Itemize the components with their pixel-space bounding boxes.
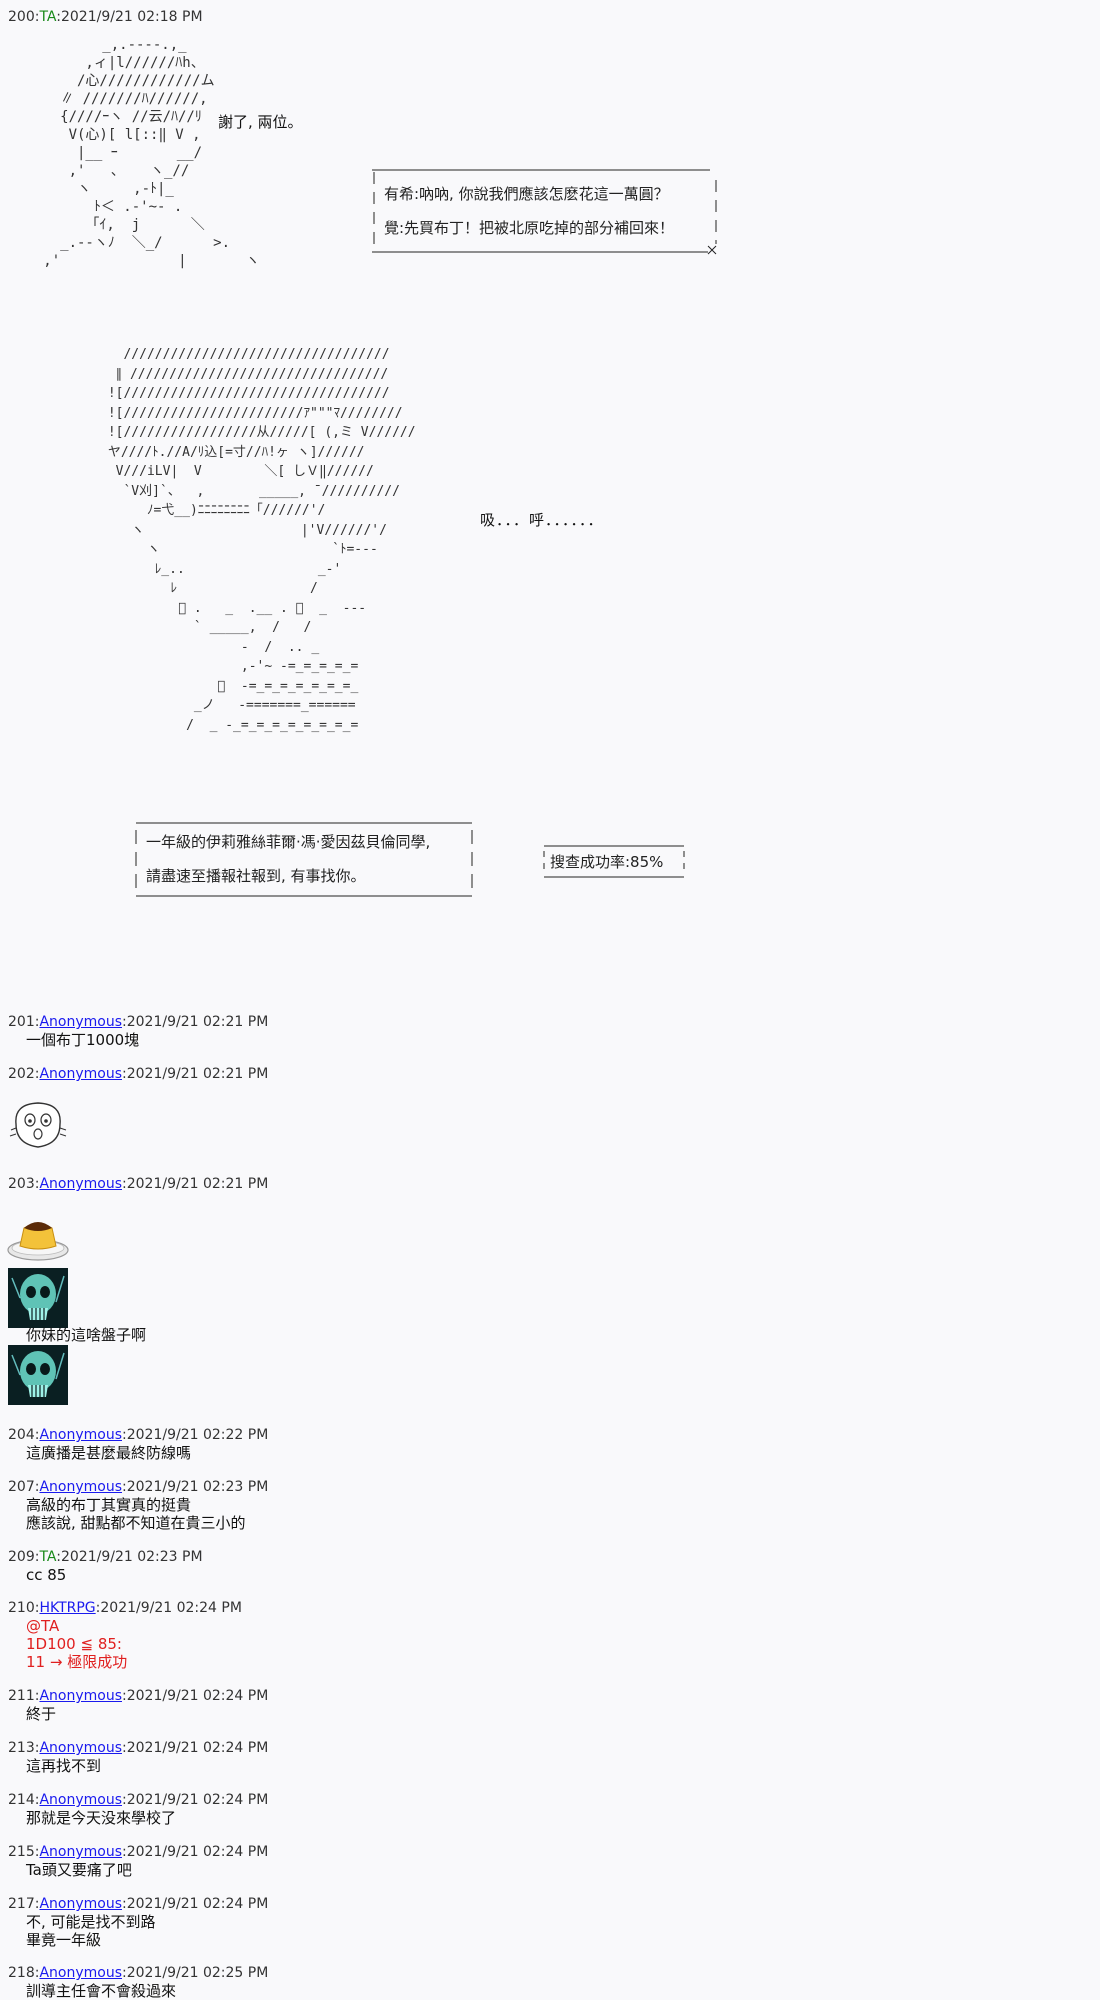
post-date: 2021/9/21 02:21 PM bbox=[126, 1014, 269, 1030]
post-date: 2021/9/21 02:24 PM bbox=[126, 1740, 269, 1756]
announcement-line-1: 一年級的伊莉雅絲菲爾·馮·愛因茲貝倫同學, bbox=[146, 833, 431, 851]
post-body-line: cc 85 bbox=[26, 1566, 67, 1584]
announcement-frame bbox=[135, 822, 473, 897]
dice-result: 11 → 極限成功 bbox=[26, 1653, 128, 1671]
dialog-line-2: 覺:先買布丁！把被北原吃掉的部分補回來！ bbox=[384, 219, 675, 237]
author-link[interactable]: Anonymous bbox=[39, 1014, 122, 1030]
post-body-line: 這再找不到 bbox=[26, 1757, 102, 1775]
post-number: 217 bbox=[8, 1896, 35, 1912]
post-number: 204 bbox=[8, 1427, 35, 1443]
announcement-box: 一年級的伊莉雅絲菲爾·馮·愛因茲貝倫同學, 請盡速至播報社報到, 有事找你。 bbox=[134, 822, 476, 898]
post-number: 211 bbox=[8, 1688, 35, 1704]
post-date: 2021/9/21 02:24 PM bbox=[126, 1688, 269, 1704]
post-number: 210 bbox=[8, 1600, 35, 1616]
post-number: 209 bbox=[8, 1549, 35, 1565]
skull-glowing-icon bbox=[8, 1345, 68, 1405]
post-header: 201:Anonymous:2021/9/21 02:21 PM bbox=[8, 1014, 269, 1030]
breath-text: 吸．．．呼．．．．．． bbox=[480, 511, 604, 529]
post-header: 207:Anonymous:2021/9/21 02:23 PM bbox=[8, 1479, 269, 1495]
author-link[interactable]: Anonymous bbox=[39, 1896, 122, 1912]
post-date: 2021/9/21 02:22 PM bbox=[126, 1427, 269, 1443]
post-body-line: 應該說, 甜點都不知道在貴三小的 bbox=[26, 1514, 246, 1532]
ascii-art-character: _,.-‐‐-.,_ ,ィ|l//////ﾊh、 /心////////////ム… bbox=[43, 37, 260, 269]
post-header: 215:Anonymous:2021/9/21 02:24 PM bbox=[8, 1844, 269, 1860]
post-header: 211:Anonymous:2021/9/21 02:24 PM bbox=[8, 1688, 269, 1704]
author-link[interactable]: Anonymous bbox=[39, 1688, 122, 1704]
search-rate-text: 搜查成功率:85% bbox=[550, 853, 664, 871]
search-rate-box: 搜查成功率:85% bbox=[542, 845, 688, 879]
search-rate-frame bbox=[543, 845, 685, 878]
dialog-box: 有希:吶吶, 你說我們應該怎麽花這一萬圓？ 覺:先買布丁！把被北原吃掉的部分補回… bbox=[370, 166, 722, 256]
post-header: 203:Anonymous:2021/9/21 02:21 PM bbox=[8, 1176, 269, 1192]
shocked-face-sticker-icon bbox=[8, 1098, 68, 1152]
post-date: 2021/9/21 02:24 PM bbox=[126, 1792, 269, 1808]
post-body-line: 高級的布丁其實真的挺貴 bbox=[26, 1496, 192, 1514]
post-header: 218:Anonymous:2021/9/21 02:25 PM bbox=[8, 1965, 269, 1981]
dialog-line-1: 有希:吶吶, 你說我們應該怎麽花這一萬圓？ bbox=[384, 185, 669, 203]
post-number: 213 bbox=[8, 1740, 35, 1756]
author-link[interactable]: HKTRPG bbox=[39, 1600, 96, 1616]
post-date: 2021/9/21 02:24 PM bbox=[126, 1844, 269, 1860]
post-header: 209:TA:2021/9/21 02:23 PM bbox=[8, 1549, 203, 1565]
author-link[interactable]: Anonymous bbox=[39, 1965, 122, 1981]
post-header: 202:Anonymous:2021/9/21 02:21 PM bbox=[8, 1066, 269, 1082]
post-body-line: Ta頭又要痛了吧 bbox=[26, 1861, 132, 1879]
author-link[interactable]: Anonymous bbox=[39, 1792, 122, 1808]
post-body-line: 一個布丁1000塊 bbox=[26, 1031, 140, 1049]
post-date: 2021/9/21 02:21 PM bbox=[126, 1176, 269, 1192]
post-header: 217:Anonymous:2021/9/21 02:24 PM bbox=[8, 1896, 269, 1912]
post-body-line: 這廣播是甚麼最終防線嗎 bbox=[26, 1444, 192, 1462]
post-body-line: 那就是今天没來學校了 bbox=[26, 1809, 177, 1827]
post-number: 215 bbox=[8, 1844, 35, 1860]
post-body-line: 不, 可能是找不到路 bbox=[26, 1913, 156, 1931]
author-link[interactable]: Anonymous bbox=[39, 1427, 122, 1443]
dice-roll: 1D100 ≦ 85: bbox=[26, 1635, 122, 1653]
author-link[interactable]: Anonymous bbox=[39, 1066, 122, 1082]
skull-glowing-icon bbox=[8, 1268, 68, 1328]
post-header: 210:HKTRPG:2021/9/21 02:24 PM bbox=[8, 1600, 242, 1616]
post-date: 2021/9/21 02:18 PM bbox=[60, 9, 203, 25]
author-name: TA bbox=[39, 9, 57, 25]
post-number: 200 bbox=[8, 9, 35, 25]
post-number: 218 bbox=[8, 1965, 35, 1981]
announcement-line-2: 請盡速至播報社報到, 有事找你。 bbox=[146, 867, 366, 885]
author-link[interactable]: Anonymous bbox=[39, 1479, 122, 1495]
post-number: 214 bbox=[8, 1792, 35, 1808]
post-body-line: 你妹的這啥盤子啊 bbox=[26, 1326, 147, 1344]
dialog-frame bbox=[372, 169, 717, 255]
post-header: 204:Anonymous:2021/9/21 02:22 PM bbox=[8, 1427, 269, 1443]
post-body-line: 終于 bbox=[26, 1705, 57, 1723]
dice-mention: @TA bbox=[26, 1617, 60, 1635]
post-date: 2021/9/21 02:24 PM bbox=[126, 1896, 269, 1912]
author-link[interactable]: Anonymous bbox=[39, 1740, 122, 1756]
post-number: 207 bbox=[8, 1479, 35, 1495]
post-header: 214:Anonymous:2021/9/21 02:24 PM bbox=[8, 1792, 269, 1808]
post-date: 2021/9/21 02:24 PM bbox=[100, 1600, 242, 1616]
ascii-art-character-breathing: ////////////////////////////////// ∥ ///… bbox=[107, 347, 416, 733]
author-link[interactable]: Anonymous bbox=[39, 1176, 122, 1192]
post-header: 213:Anonymous:2021/9/21 02:24 PM bbox=[8, 1740, 269, 1756]
author-link[interactable]: Anonymous bbox=[39, 1844, 122, 1860]
post-header: 200:TA:2021/9/21 02:18 PM bbox=[8, 9, 203, 25]
post-number: 202 bbox=[8, 1066, 35, 1082]
post-body-line: 畢竟一年級 bbox=[26, 1931, 102, 1949]
post-number: 201 bbox=[8, 1014, 35, 1030]
author-name: TA bbox=[39, 1549, 57, 1565]
post-body-line: 訓導主任會不會殺過來 bbox=[26, 1982, 177, 2000]
post-date: 2021/9/21 02:25 PM bbox=[126, 1965, 269, 1981]
post-number: 203 bbox=[8, 1176, 35, 1192]
speech-text: 謝了, 兩位。 bbox=[218, 113, 303, 131]
pudding-plate-icon bbox=[6, 1212, 70, 1264]
post-date: 2021/9/21 02:21 PM bbox=[126, 1066, 269, 1082]
post-date: 2021/9/21 02:23 PM bbox=[126, 1479, 269, 1495]
post-date: 2021/9/21 02:23 PM bbox=[60, 1549, 203, 1565]
